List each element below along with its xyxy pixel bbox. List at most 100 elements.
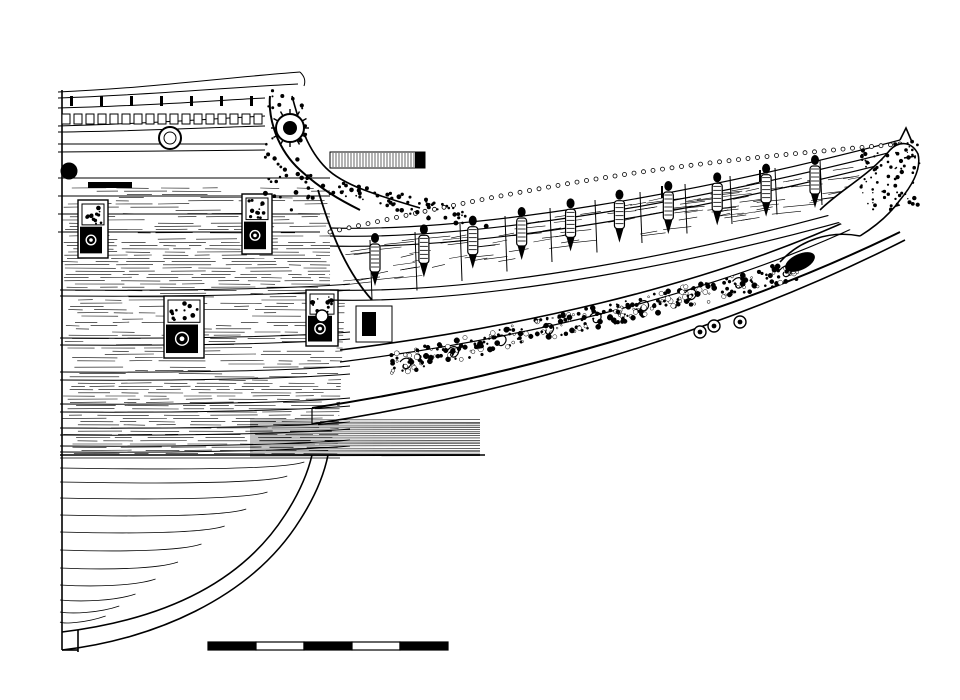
knee-rosette [315,309,329,323]
rail-post [250,96,253,106]
lion-mane-detail [866,163,868,165]
cathead-carving [289,208,293,212]
lion-mane-detail [886,160,890,164]
frieze-carving [794,277,799,282]
frieze-carving [401,369,404,372]
rail-dentil [736,157,741,163]
lion-mane-detail [906,151,909,153]
head-carving [406,200,410,204]
head-deck-hatch [731,187,750,192]
lion-mane-detail [872,192,874,194]
caryatid-figure [809,155,821,208]
frieze-carving [477,342,483,349]
rail-scroll [299,71,306,87]
frieze-carving [489,330,496,336]
upper-rail [57,125,266,133]
figure-body [564,208,577,238]
head-deck-hatch [746,181,760,186]
frieze-carving [658,302,662,306]
frieze-carving [486,342,489,345]
cannon-muzzle-icon [85,234,97,246]
frieze-carving [480,352,484,357]
rail-dentil [764,154,770,159]
head-deck-hatch [832,167,854,171]
caryatid-figure [711,172,723,226]
lion-mane-detail [912,165,916,170]
frieze-carving [733,290,737,294]
head-carving [338,185,341,189]
frieze-carving [625,303,632,310]
cathead-carving [272,156,277,161]
lion-mane-detail [897,193,902,198]
head-carving [483,223,489,229]
frieze-carving [720,290,725,294]
head-deck-hatch [635,206,655,211]
head-carving [418,202,421,205]
lion-mane-detail [910,202,915,206]
frieze-carving [503,326,510,333]
frieze-carving [420,360,425,365]
lion-mane-detail [863,151,868,157]
head-carving [445,204,449,208]
frieze-carving [423,344,427,348]
head-carving [331,190,336,195]
figure-body [711,182,723,212]
figure-head [419,224,428,235]
head-deck-hatch [431,264,445,268]
head-carving [362,198,364,201]
gunport [241,193,273,255]
upper-rail [57,83,299,99]
rail-dentil [546,184,551,190]
lion-ears-jaw [899,126,917,159]
figure-head [517,207,526,217]
lion-mane-detail [895,202,899,206]
rail-post [220,96,223,106]
rail-dentil [584,178,589,183]
head-carving [390,196,394,200]
frieze-carving [560,324,563,327]
cathead-carving [272,194,277,198]
frieze-carving [617,304,620,307]
head-carving [441,202,444,206]
frieze-carving [490,346,496,352]
frieze-carving [528,333,534,339]
scale-bar-segment [351,641,401,651]
head-deck-hatch [678,216,698,221]
frieze-carving [774,263,781,270]
rail-dentil [869,144,874,149]
frieze-carving [580,328,584,332]
carving-detail [330,302,333,306]
head-carving [400,192,404,196]
head-carving [379,202,382,205]
frieze-carving [423,352,430,360]
rail-dentil [498,193,504,199]
rail-dentil [593,176,599,182]
frieze-carving [560,333,563,337]
head-carving [305,176,310,180]
sun-medallion-center [283,121,297,135]
lion-mane-detail [865,180,868,183]
rail-dentil [650,167,656,173]
frieze-carving [706,300,711,304]
cathead-curve [268,95,361,211]
head-carving [443,215,448,220]
head-deck-hatch [724,214,747,219]
frieze-carving [414,367,419,373]
figure-pedestal [664,220,673,234]
head-carving [356,184,361,189]
head-carving [452,207,455,210]
carving-detail [175,308,178,312]
lower-plank-line [59,605,120,614]
lion-mane-detail [861,158,864,161]
frieze-carving [566,314,573,321]
sun-ray [301,134,307,139]
figure-body [662,191,674,221]
lion-mane-detail [882,189,887,194]
cathead-carving [279,165,283,169]
sun-ray [273,134,279,139]
frieze-carving [618,314,621,317]
frieze-carving [560,311,566,317]
figure-head [371,233,379,243]
head-deck-hatch [376,276,404,280]
rail-dentil [878,143,884,149]
